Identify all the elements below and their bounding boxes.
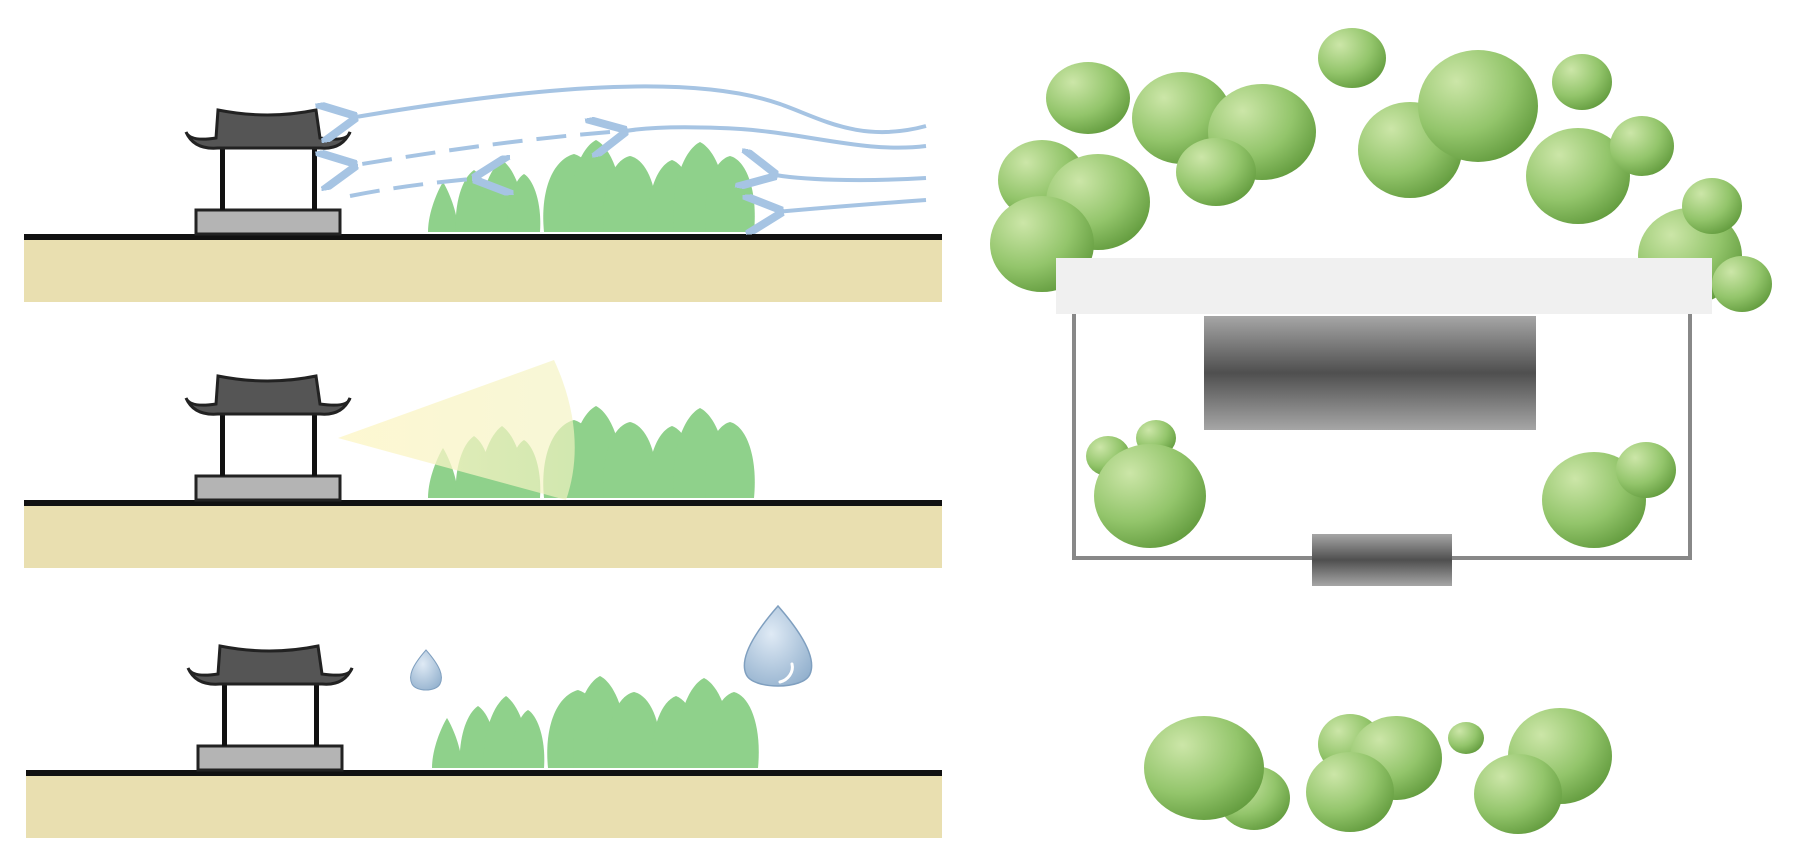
canopy-group-courtyard	[1086, 420, 1676, 548]
canopy-group-top	[990, 28, 1772, 312]
tree-row	[428, 140, 755, 232]
ground-line	[24, 500, 942, 506]
ground-line	[26, 770, 942, 776]
canopy-group-bottom	[1144, 708, 1612, 834]
courtyard-plan-icon	[990, 28, 1772, 834]
section-panel-sun	[24, 360, 942, 568]
ground-line	[24, 234, 942, 240]
ground-band	[24, 506, 942, 568]
tree-row	[432, 676, 759, 768]
pavilion	[184, 374, 352, 502]
pavilion	[186, 644, 354, 772]
wind-arrows-icon	[350, 84, 927, 212]
water-drop-icon	[410, 604, 813, 691]
section-panel-rain	[26, 604, 942, 838]
path-band	[1056, 258, 1712, 314]
ground-band	[24, 240, 942, 302]
section-panel-wind	[24, 84, 942, 302]
pavilion	[184, 108, 352, 236]
main-building	[1204, 316, 1536, 430]
sun-beam-icon	[338, 360, 575, 500]
gate-building	[1312, 534, 1452, 586]
ground-band	[26, 776, 942, 838]
